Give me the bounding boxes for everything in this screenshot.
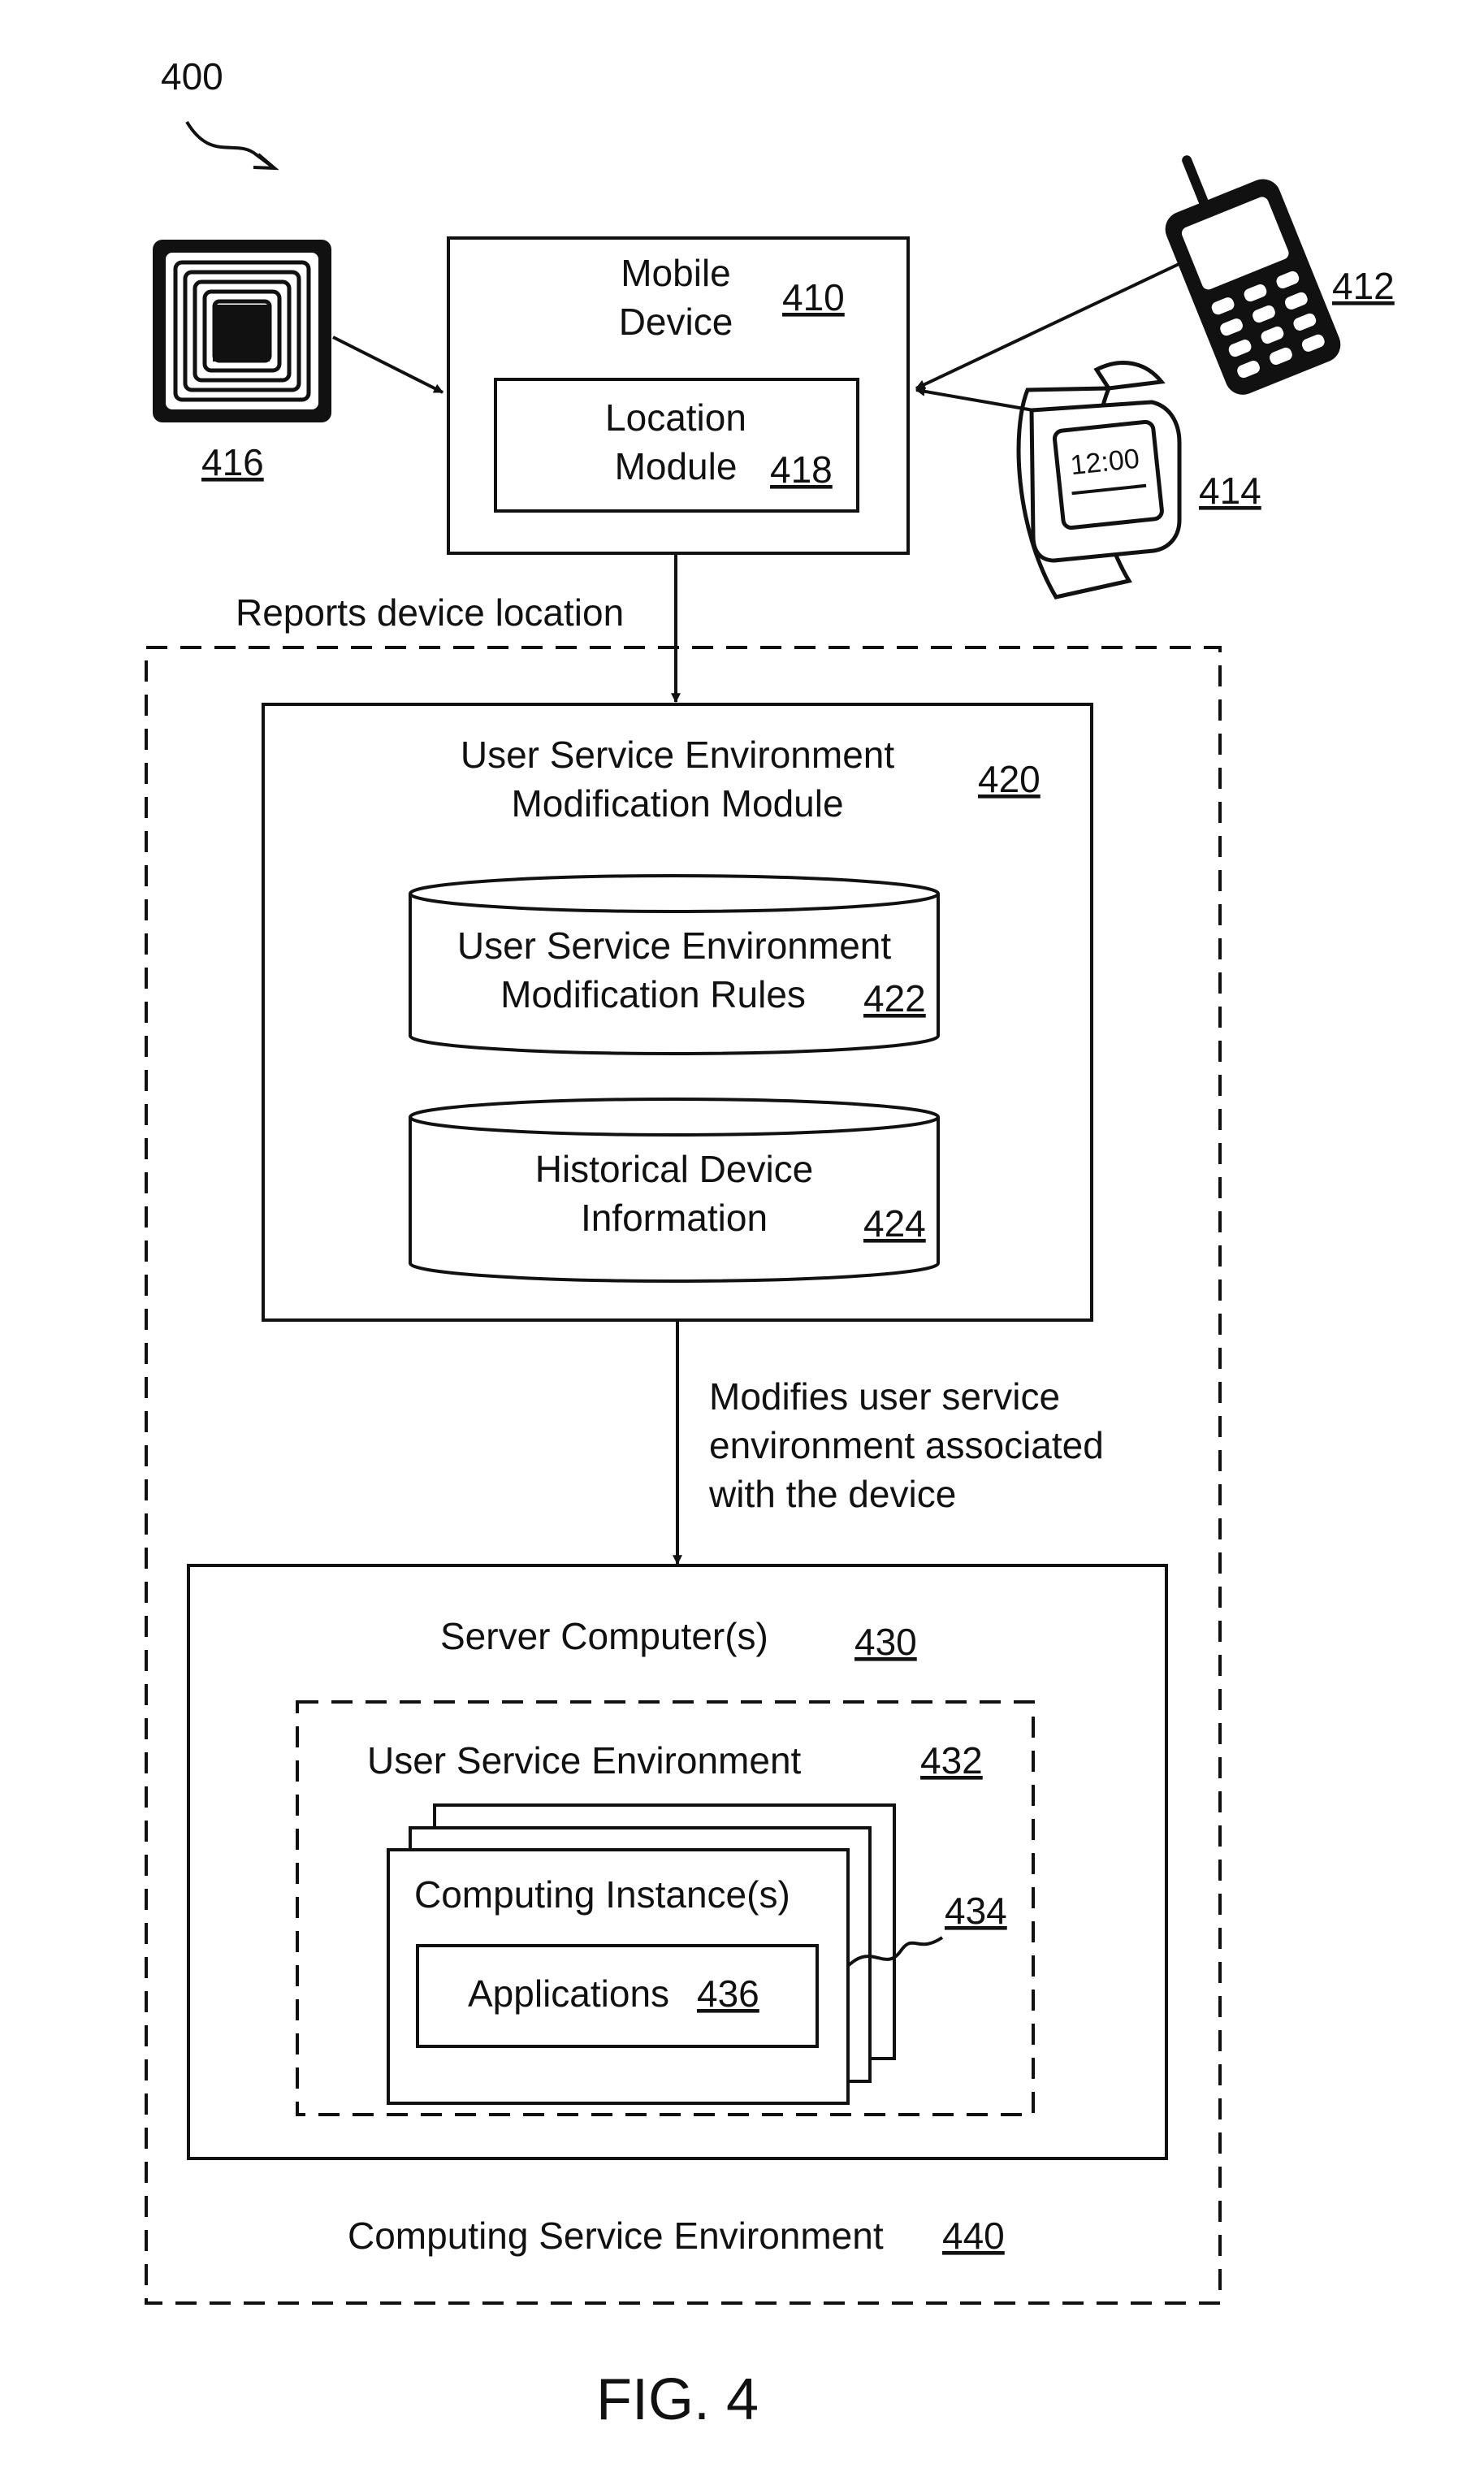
rfid-tag-ref: 416 xyxy=(201,441,264,483)
history-db-label-2: Information xyxy=(581,1197,768,1239)
watch-ref: 414 xyxy=(1199,470,1261,512)
modify-label-1: Modifies user service xyxy=(709,1375,1060,1418)
modify-label-3: with the device xyxy=(708,1473,956,1515)
history-db-label-1: Historical Device xyxy=(535,1148,814,1190)
mobile-device-label-2: Device xyxy=(619,301,733,343)
watch-to-mobile-arrow xyxy=(916,390,1033,410)
phone-ref: 412 xyxy=(1332,265,1395,307)
computing-instance-ref: 434 xyxy=(945,1890,1007,1932)
applications-ref: 436 xyxy=(697,1972,759,2015)
location-module-label-2: Module xyxy=(615,445,738,487)
history-database-icon xyxy=(410,1099,938,1281)
location-module-label-1: Location xyxy=(605,396,746,439)
computing-service-env-label: Computing Service Environment xyxy=(348,2215,884,2257)
figure-caption: FIG. 4 xyxy=(596,2367,759,2432)
computing-instance-label: Computing Instance(s) xyxy=(414,1873,790,1916)
watch-icon: 12:00 xyxy=(1019,363,1179,597)
server-label: Server Computer(s) xyxy=(440,1615,768,1657)
user-service-env-ref: 432 xyxy=(920,1739,983,1782)
modification-module-ref: 420 xyxy=(978,758,1041,800)
location-module-ref: 418 xyxy=(770,448,833,491)
figure-pointer xyxy=(187,122,272,167)
server-ref: 430 xyxy=(854,1621,917,1663)
history-db-ref: 424 xyxy=(863,1202,926,1245)
rules-db-ref: 422 xyxy=(863,977,926,1020)
mobile-device-ref: 410 xyxy=(782,276,845,318)
rules-db-label-2: Modification Rules xyxy=(500,973,806,1015)
mobile-device-label-1: Mobile xyxy=(621,252,731,294)
modification-module-label-2: Modification Module xyxy=(511,782,843,825)
rfid-tag-icon xyxy=(153,240,331,422)
modification-module-label-1: User Service Environment xyxy=(461,734,895,776)
modify-label-2: environment associated xyxy=(709,1424,1104,1466)
report-location-label: Reports device location xyxy=(236,591,624,634)
applications-label: Applications xyxy=(468,1972,669,2015)
user-service-env-label: User Service Environment xyxy=(367,1739,802,1782)
rfid-to-mobile-arrow xyxy=(333,337,443,392)
rules-db-label-1: User Service Environment xyxy=(457,924,892,967)
computing-service-env-ref: 440 xyxy=(942,2215,1005,2257)
figure-number: 400 xyxy=(161,55,223,97)
